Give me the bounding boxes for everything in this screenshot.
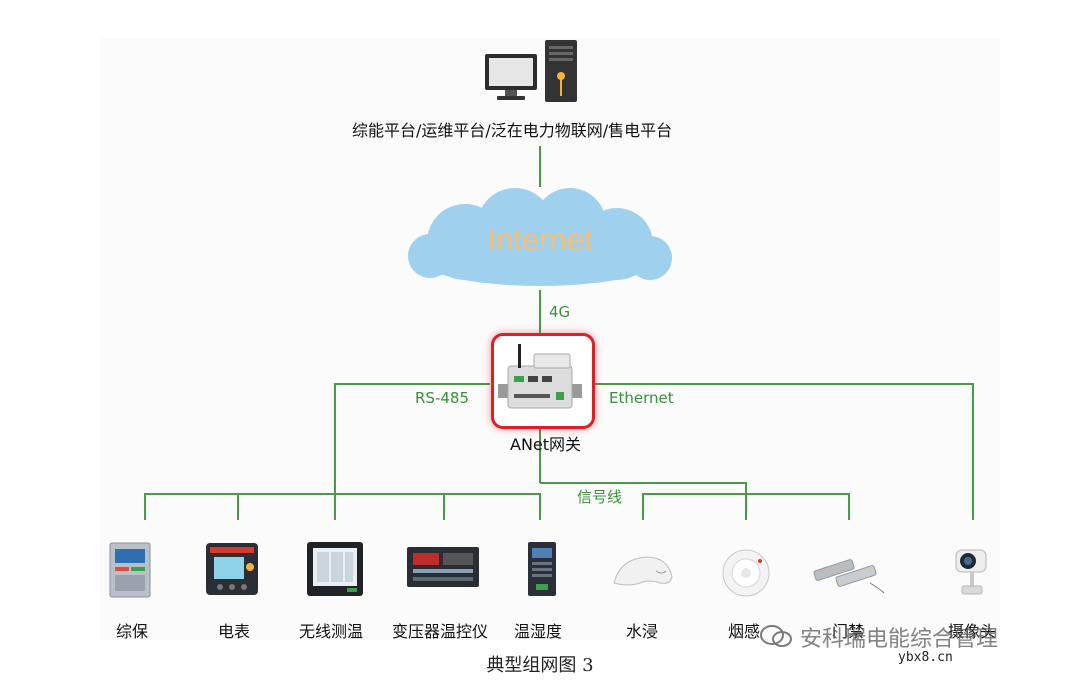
internet-label: Internet [487, 222, 593, 257]
gateway-label: ANet网关 [510, 435, 582, 454]
camera-icon[interactable] [948, 544, 992, 598]
device-label-humidity: 温湿度 [514, 622, 563, 641]
line-ethernet [590, 383, 974, 520]
line-signal-sensors [642, 493, 850, 520]
device-label-water-leak: 水浸 [626, 622, 659, 641]
humidity-sensor-icon[interactable] [524, 540, 560, 598]
device-label-wireless-temp: 无线测温 [299, 622, 364, 641]
signal-line-label: 信号线 [577, 488, 623, 506]
water-leak-sensor-icon[interactable] [610, 553, 676, 591]
figure-caption: 典型组网图 3 [486, 655, 594, 676]
watermark-text: 安科瑞电能综合管理 [800, 627, 999, 652]
gateway-highlight[interactable] [491, 333, 595, 429]
device-label-camera: 摄像头 [948, 622, 997, 641]
power-meter-icon[interactable] [204, 541, 260, 597]
device-label-smoke: 烟感 [728, 622, 761, 641]
line-signal-branch [540, 482, 747, 520]
rs485-label: RS-485 [415, 389, 469, 407]
wireless-temperature-icon[interactable] [305, 540, 365, 598]
device-label-protection: 综保 [116, 622, 149, 641]
smoke-detector-icon[interactable] [720, 547, 772, 599]
wechat-icon [760, 625, 792, 647]
line-rs485-bus [334, 383, 490, 520]
gateway-device-icon [498, 344, 582, 409]
uplink-4g-label: 4G [549, 303, 571, 321]
device-label-meter: 电表 [218, 622, 251, 641]
site-watermark: ybx8.cn [898, 650, 953, 665]
protection-relay-icon[interactable] [108, 541, 152, 599]
workstation-icon [485, 40, 577, 102]
platform-label: 综能平台/运维平台/泛在电力物联网/售电平台 [352, 121, 673, 140]
device-label-temp-controller: 变压器温控仪 [392, 622, 489, 641]
cloud-icon [408, 188, 672, 286]
ethernet-label: Ethernet [609, 389, 674, 407]
door-sensor-icon[interactable] [810, 553, 886, 595]
transformer-temp-controller-icon[interactable] [405, 545, 481, 589]
device-label-door: 门禁 [832, 622, 865, 641]
line-rs485-branch [144, 493, 541, 520]
